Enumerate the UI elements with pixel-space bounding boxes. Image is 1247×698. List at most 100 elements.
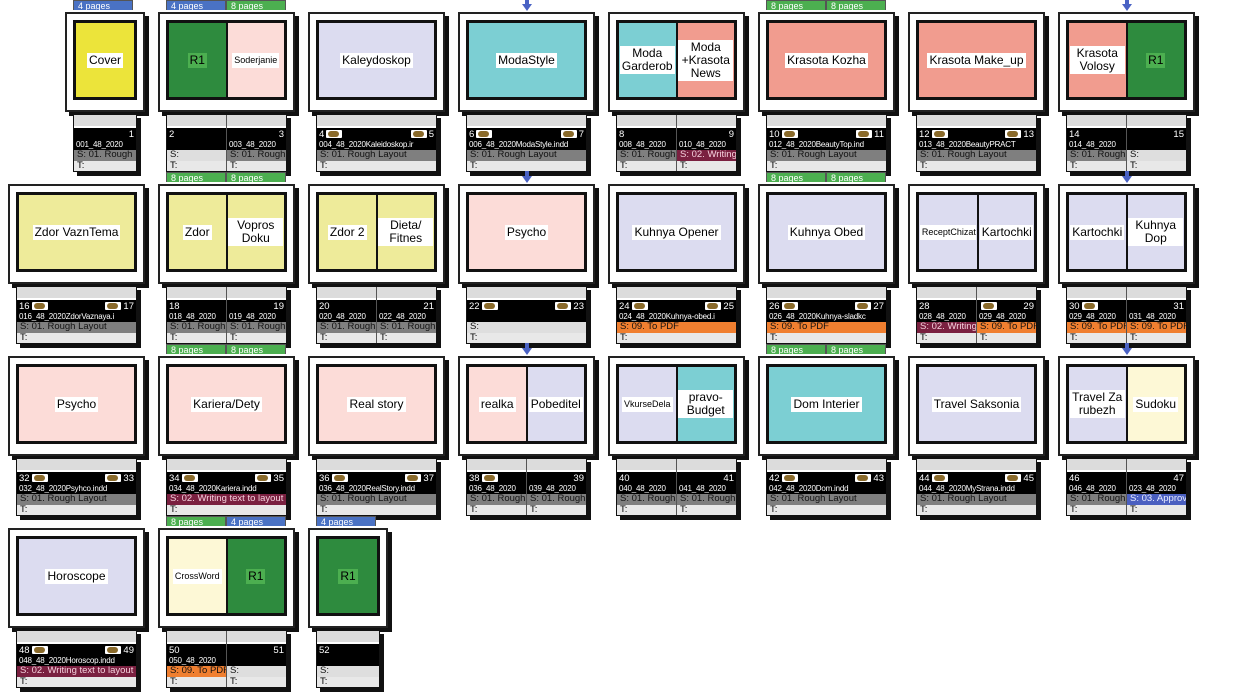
status-badge[interactable]: S: 01. Rough bbox=[227, 150, 286, 161]
spread-thumbnail[interactable]: Kariera/Dety bbox=[158, 356, 295, 456]
spread-thumbnail[interactable]: Dom Interier bbox=[758, 356, 895, 456]
page[interactable]: Kartochki bbox=[1069, 195, 1126, 269]
link-icon[interactable] bbox=[1005, 473, 1022, 482]
page[interactable]: Psycho bbox=[19, 367, 134, 441]
link-icon[interactable] bbox=[631, 301, 648, 310]
page-count-tab[interactable]: 8 pages bbox=[166, 516, 226, 526]
page[interactable]: Pobeditel bbox=[527, 367, 584, 441]
status-badge[interactable]: S: bbox=[227, 666, 286, 677]
status-badge[interactable]: S: bbox=[1127, 150, 1186, 161]
link-icon[interactable] bbox=[331, 473, 348, 482]
status-badge[interactable]: S: 03. Approved bbox=[1127, 494, 1186, 505]
status-badge[interactable]: S: 01. Rough bbox=[617, 494, 676, 505]
status-badge[interactable]: S: 01. Rough bbox=[377, 322, 436, 333]
status-badge[interactable]: S: 01. Rough Layout bbox=[17, 494, 136, 505]
link-icon[interactable] bbox=[781, 129, 798, 138]
link-icon[interactable] bbox=[105, 645, 122, 654]
link-icon[interactable] bbox=[781, 473, 798, 482]
spread-thumbnail[interactable]: Cover bbox=[65, 12, 145, 112]
status-badge[interactable]: S: 01. Rough bbox=[1067, 150, 1126, 161]
link-icon[interactable] bbox=[705, 301, 722, 310]
link-icon[interactable] bbox=[555, 301, 572, 310]
status-badge[interactable]: S: 09. To PDF bbox=[977, 322, 1036, 333]
status-badge[interactable]: S: 09. To PDF bbox=[617, 322, 736, 333]
page[interactable]: R1 bbox=[319, 539, 377, 613]
status-badge[interactable]: S: 01. Rough Layout bbox=[317, 494, 436, 505]
link-icon[interactable] bbox=[405, 473, 422, 482]
page-count-tab[interactable]: 8 pages bbox=[166, 344, 226, 354]
page[interactable]: Kuhnya Dop bbox=[1127, 195, 1184, 269]
page[interactable]: Kariera/Dety bbox=[169, 367, 284, 441]
link-icon[interactable] bbox=[181, 473, 198, 482]
status-badge[interactable]: S: 01. Rough bbox=[677, 494, 736, 505]
status-badge[interactable]: S: 02. Writing text to layout bbox=[17, 666, 136, 677]
status-badge[interactable]: S: 01. Rough Layout bbox=[767, 150, 886, 161]
status-badge[interactable]: S: bbox=[317, 666, 379, 677]
page-count-tab[interactable]: 8 pages bbox=[226, 172, 286, 182]
page[interactable]: Krasota Make_up bbox=[919, 23, 1034, 97]
page-count-tab[interactable]: 4 pages bbox=[73, 0, 133, 10]
spread-thumbnail[interactable]: Real story bbox=[308, 356, 445, 456]
page[interactable]: pravo- Budget bbox=[677, 367, 734, 441]
page[interactable]: Horoscope bbox=[19, 539, 134, 613]
page[interactable]: Kuhnya Obed bbox=[769, 195, 884, 269]
page-count-tab[interactable]: 8 pages bbox=[766, 172, 826, 182]
link-icon[interactable] bbox=[326, 129, 343, 138]
page-count-tab[interactable]: 8 pages bbox=[826, 172, 886, 182]
spread-thumbnail[interactable]: ModaStyle bbox=[458, 12, 595, 112]
status-badge[interactable]: S: bbox=[467, 322, 586, 333]
page[interactable]: R1 bbox=[169, 23, 226, 97]
page[interactable]: Kartochki bbox=[979, 195, 1034, 269]
page[interactable]: VkurseDela bbox=[619, 367, 676, 441]
link-icon[interactable] bbox=[481, 301, 498, 310]
spread-thumbnail[interactable]: Kaleydoskop bbox=[308, 12, 445, 112]
page-count-tab[interactable]: 8 pages bbox=[166, 172, 226, 182]
page[interactable]: Kaleydoskop bbox=[319, 23, 434, 97]
status-badge[interactable]: S: 01. Rough bbox=[227, 322, 286, 333]
page[interactable]: Soderjanie bbox=[227, 23, 284, 97]
page-count-tab[interactable]: 4 pages bbox=[226, 516, 286, 526]
page-count-tab[interactable]: 8 pages bbox=[226, 344, 286, 354]
link-icon[interactable] bbox=[1081, 301, 1098, 310]
status-badge[interactable]: S: 01. Rough Layout bbox=[917, 150, 1036, 161]
page[interactable]: Real story bbox=[319, 367, 434, 441]
status-badge[interactable]: S: 01. Rough bbox=[317, 322, 376, 333]
page[interactable]: Sudoku bbox=[1127, 367, 1184, 441]
link-icon[interactable] bbox=[105, 301, 122, 310]
page[interactable]: Zdor 2 bbox=[319, 195, 376, 269]
spread-thumbnail[interactable]: Horoscope bbox=[8, 528, 145, 628]
page-count-tab[interactable]: 8 pages bbox=[766, 0, 826, 10]
status-badge[interactable]: S: 01. Rough bbox=[1067, 494, 1126, 505]
link-icon[interactable] bbox=[931, 129, 948, 138]
page-count-tab[interactable]: 8 pages bbox=[226, 0, 286, 10]
spread-thumbnail[interactable]: Zdor VaznTema bbox=[8, 184, 145, 284]
link-icon[interactable] bbox=[981, 301, 997, 310]
page-count-tab[interactable]: 4 pages bbox=[166, 0, 226, 10]
page-count-tab[interactable]: 4 pages bbox=[316, 516, 376, 526]
link-icon[interactable] bbox=[31, 473, 48, 482]
spread-thumbnail[interactable]: Kuhnya Obed bbox=[758, 184, 895, 284]
status-badge[interactable]: S: 09. To PDF bbox=[767, 322, 886, 333]
